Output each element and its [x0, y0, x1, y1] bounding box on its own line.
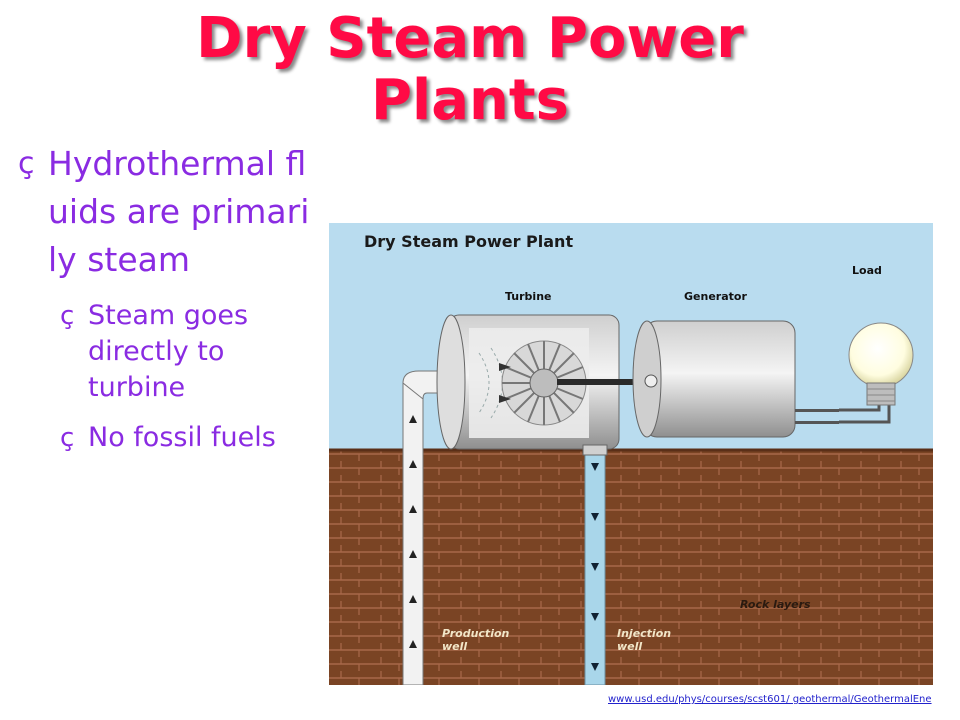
power-plant-diagram [329, 223, 933, 685]
bullet-marker: ç [60, 301, 75, 331]
sub-bullet-text: No fossil fuels [88, 422, 276, 453]
sky-background [329, 223, 933, 453]
bullet-item: ç Hydrothermal fluids are primarily stea… [18, 140, 318, 284]
slide-title: Dry Steam Power Plants [196, 6, 744, 133]
turbine-housing [436, 314, 620, 456]
bullet-list: ç Hydrothermal fluids are primarily stea… [18, 140, 318, 456]
injection-well-pipe [584, 448, 606, 685]
generator [632, 320, 839, 438]
sub-bullet-text: Steam goes directly to turbine [88, 300, 249, 403]
injection-well-label: Injection well [617, 627, 672, 653]
bullet-marker: ç [60, 423, 75, 453]
light-bulb-icon [848, 322, 914, 406]
diagram-title: Dry Steam Power Plant [364, 232, 574, 251]
bullet-text: Hydrothermal fluids are primarily steam [48, 144, 310, 279]
source-link[interactable]: www.usd.edu/phys/courses/scst601/ geothe… [608, 694, 932, 705]
turbine-shaft [557, 379, 657, 385]
ground-rock-layers [329, 449, 933, 685]
rock-layers-label: Rock layers [740, 598, 811, 611]
production-well-label: Production well [442, 627, 510, 653]
sub-bullet-item: ç No fossil fuels [60, 420, 318, 456]
turbine-label: Turbine [505, 290, 552, 303]
sub-bullet-item: ç Steam goes directly to turbine [60, 298, 318, 406]
load-label: Load [852, 264, 882, 277]
bullet-marker: ç [18, 146, 35, 181]
generator-label: Generator [684, 290, 747, 303]
